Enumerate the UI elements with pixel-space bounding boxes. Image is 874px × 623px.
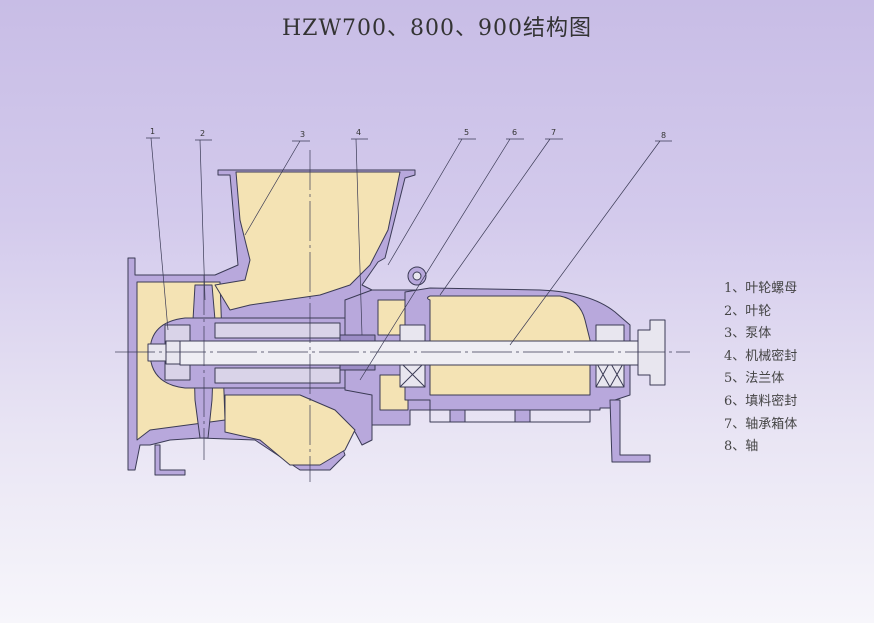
support-foot xyxy=(609,399,651,463)
parts-legend: 1、叶轮螺母 2、叶轮 3、泵体 4、机械密封 5、法兰体 6、填料密封 7、轴… xyxy=(724,278,797,459)
callout-3: 3 xyxy=(300,130,305,139)
volute-fluid-lower xyxy=(224,394,356,466)
legend-item: 7、轴承箱体 xyxy=(724,416,798,432)
legend-item: 8、轴 xyxy=(724,439,759,455)
callout-4: 4 xyxy=(356,128,361,137)
volute-fluid xyxy=(214,171,401,311)
callout-2: 2 xyxy=(200,129,205,138)
legend-item: 2、叶轮 xyxy=(724,303,772,319)
legend-item: 3、泵体 xyxy=(724,326,772,342)
callout-1: 1 xyxy=(150,127,155,136)
callout-7: 7 xyxy=(551,128,556,137)
shaft xyxy=(179,340,651,366)
diagram-title: HZW700、800、900结构图 xyxy=(281,16,593,41)
inlet-foot xyxy=(154,444,186,476)
legend-item: 1、叶轮螺母 xyxy=(724,281,798,296)
legend-item: 6、填料密封 xyxy=(724,393,798,409)
legend-item: 4、机械密封 xyxy=(724,348,798,364)
legend-item: 5、法兰体 xyxy=(724,371,785,387)
impeller-nut xyxy=(147,343,167,362)
callout-6: 6 xyxy=(512,128,517,137)
coupling-flange xyxy=(637,319,666,386)
callout-8: 8 xyxy=(661,131,666,140)
callout-5: 5 xyxy=(464,128,469,137)
